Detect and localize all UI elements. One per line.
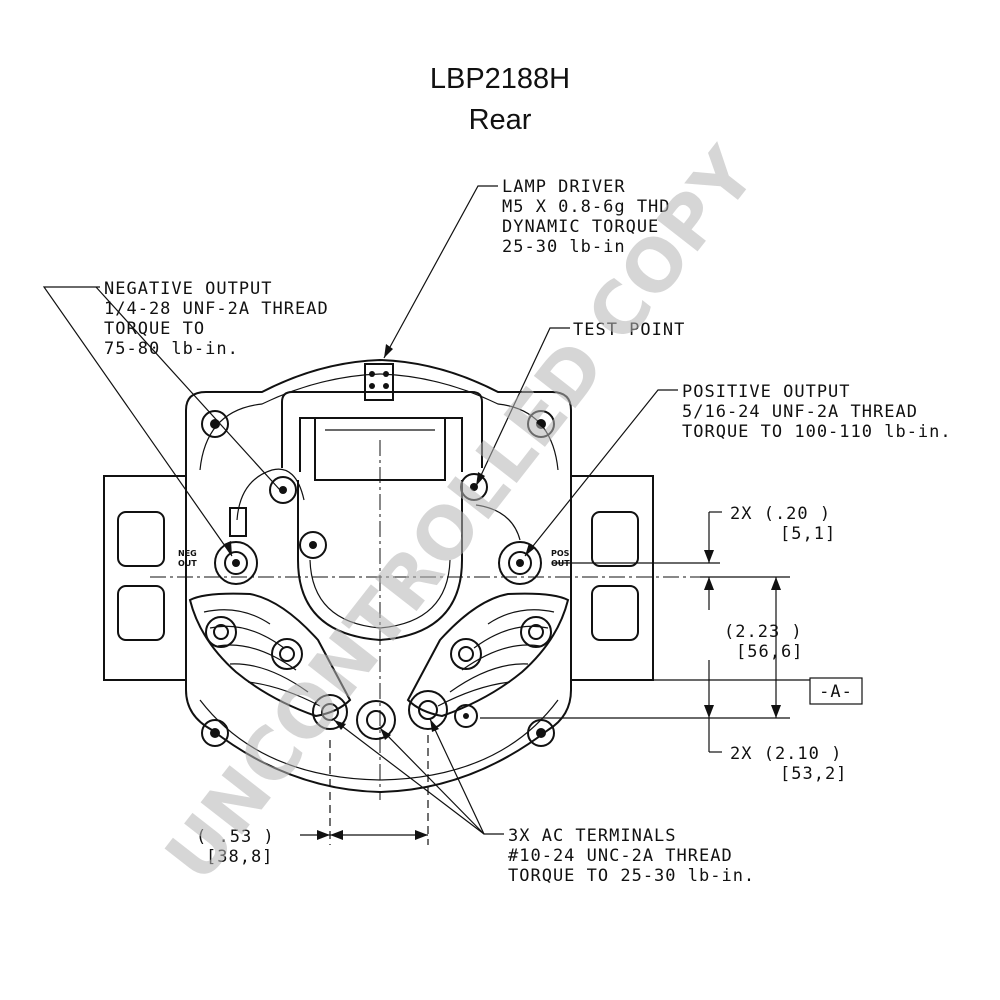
dimension-labels: 2X (.20 ) [5,1] (2.23 ) [56,6] 2X (2.10 … bbox=[196, 504, 847, 867]
uncontrolled-copy-watermark: UNCONTROLLED COPY bbox=[149, 132, 772, 896]
neg-out-label: NEG bbox=[178, 549, 197, 558]
corner-bolt bbox=[201, 410, 229, 438]
neg-out-label: OUT bbox=[178, 559, 197, 568]
corner-bolt bbox=[201, 719, 229, 747]
dim-020-inch: 2X (.20 ) bbox=[730, 504, 831, 524]
regulator-frame bbox=[281, 391, 483, 468]
lamp-driver-callout: LAMP DRIVER M5 X 0.8-6g THD DYNAMIC TORQ… bbox=[502, 177, 671, 257]
callout-line: LAMP DRIVER bbox=[502, 177, 626, 197]
alternator-body: NEG OUT POS OUT bbox=[103, 358, 654, 794]
corner-bolt bbox=[527, 410, 555, 438]
dim-223-mm: [56,6] bbox=[736, 642, 803, 662]
callout-line: 1/4-28 UNF-2A THREAD bbox=[104, 299, 329, 319]
callout-line: TEST POINT bbox=[573, 320, 685, 340]
center-lines bbox=[150, 440, 720, 845]
corner-bolt bbox=[527, 719, 555, 747]
left-mounting-ear bbox=[103, 475, 187, 681]
test-point-callout: TEST POINT bbox=[573, 320, 685, 340]
callout-line: TORQUE TO 25-30 lb-in. bbox=[508, 866, 755, 886]
outer-housing bbox=[185, 358, 572, 794]
right-ear-slot-lower bbox=[591, 585, 639, 641]
regulator-bolt bbox=[269, 476, 297, 504]
dim-153-inch: ( .53 ) bbox=[196, 827, 275, 847]
left-ear-slot-lower bbox=[117, 585, 165, 641]
callout-line: M5 X 0.8-6g THD bbox=[502, 197, 671, 217]
regulator-inner-frame bbox=[299, 417, 463, 472]
right-ear-slot-upper bbox=[591, 511, 639, 567]
rectifier-bolt bbox=[205, 616, 237, 648]
rectifier-bolt bbox=[520, 616, 552, 648]
datum-box bbox=[809, 677, 863, 705]
regulator-bolt bbox=[299, 531, 327, 559]
callout-line: POSITIVE OUTPUT bbox=[682, 382, 851, 402]
left-ear-slot-upper bbox=[117, 511, 165, 567]
rectifier-bolt bbox=[450, 638, 482, 670]
callout-line: 5/16-24 UNF-2A THREAD bbox=[682, 402, 918, 422]
positive-lead-wire bbox=[475, 504, 521, 541]
dimension-lines bbox=[300, 511, 810, 840]
callout-line: TORQUE TO bbox=[104, 319, 205, 339]
ac-terminal-small bbox=[454, 704, 478, 728]
right-heat-sink bbox=[406, 592, 570, 718]
negative-lead-clip bbox=[229, 507, 247, 537]
negative-lead-wire bbox=[236, 468, 305, 521]
negative-output-callout: NEGATIVE OUTPUT 1/4-28 UNF-2A THREAD TOR… bbox=[104, 279, 329, 359]
callout-line: NEGATIVE OUTPUT bbox=[104, 279, 273, 299]
ac-terminal bbox=[408, 690, 448, 730]
callout-line: 3X AC TERMINALS bbox=[508, 826, 677, 846]
positive-output-callout: POSITIVE OUTPUT 5/16-24 UNF-2A THREAD TO… bbox=[682, 382, 952, 442]
ac-terminal bbox=[356, 700, 396, 740]
datum-label: -A- bbox=[819, 682, 853, 702]
callout-line: DYNAMIC TORQUE bbox=[502, 217, 659, 237]
rectifier-cover-inner bbox=[309, 559, 451, 629]
dim-223-inch: (2.23 ) bbox=[724, 622, 803, 642]
dim-020-mm: [5,1] bbox=[780, 524, 836, 544]
right-mounting-ear bbox=[570, 475, 654, 681]
dim-210-mm: [53,2] bbox=[780, 764, 847, 784]
dim-153-mm: [38,8] bbox=[206, 847, 273, 867]
rectifier-bolt bbox=[271, 638, 303, 670]
callout-line: 25-30 lb-in bbox=[502, 237, 626, 257]
pos-out-label: POS bbox=[551, 549, 570, 558]
view-subtitle: Rear bbox=[469, 104, 532, 136]
callout-line: 75-80 lb-in. bbox=[104, 339, 239, 359]
lamp-driver-connector bbox=[364, 363, 394, 401]
ac-terminals-callout: 3X AC TERMINALS #10-24 UNC-2A THREAD TOR… bbox=[508, 826, 755, 886]
negative-output-terminal bbox=[214, 541, 258, 585]
callout-line: #10-24 UNC-2A THREAD bbox=[508, 846, 733, 866]
leader-lines bbox=[42, 185, 678, 835]
part-number-title: LBP2188H bbox=[430, 63, 570, 95]
housing-inner-rim bbox=[199, 373, 559, 471]
positive-output-terminal bbox=[498, 541, 542, 585]
callout-line: TORQUE TO 100-110 lb-in. bbox=[682, 422, 952, 442]
ac-terminal bbox=[312, 694, 348, 730]
dim-210-inch: 2X (2.10 ) bbox=[730, 744, 842, 764]
